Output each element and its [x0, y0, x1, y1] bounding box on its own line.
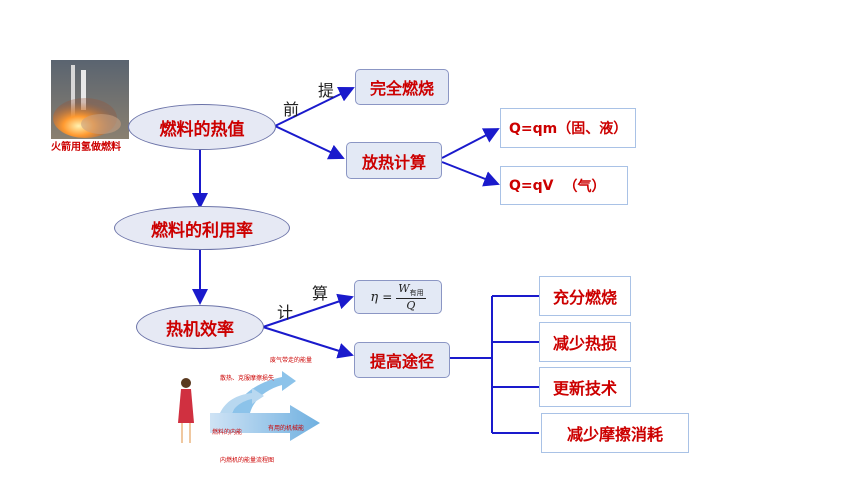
edge-label-suan: 算	[312, 284, 329, 303]
node-thermal-efficiency: 热机效率	[136, 305, 264, 349]
flow-label-fuel-energy: 燃料的内能	[212, 429, 243, 436]
formula-equals: =	[382, 290, 393, 304]
method-update-tech: 更新技术	[539, 367, 631, 407]
node-fuel-heat-value: 燃料的热值	[128, 104, 276, 150]
method-full-combustion: 充分燃烧	[539, 276, 631, 316]
rocket-image	[51, 60, 129, 139]
node-heat-release-calc: 放热计算	[346, 142, 442, 179]
formula-qv: Q=qV （气）	[500, 166, 628, 205]
formula-qm: Q=qm（固、液）	[500, 108, 636, 148]
flow-title: 内燃机的能量流程图	[220, 457, 275, 464]
rocket-caption: 火箭用氢做燃料	[51, 142, 121, 153]
formula-numerator: W有用	[396, 281, 426, 300]
node-fuel-utilization: 燃料的利用率	[114, 206, 290, 250]
flow-label-hot-gas: 废气带走的能量	[270, 357, 313, 364]
formula-qv-main: Q=qV	[509, 177, 554, 194]
arrow-heat-to-complete	[274, 86, 355, 127]
formula-qv-suffix: （气）	[563, 178, 606, 195]
formula-efficiency: η = W有用 Q	[354, 280, 442, 314]
arrow-calc-to-qm	[441, 128, 500, 159]
formula-eta: η	[370, 289, 379, 305]
edge-label-ti: 提	[318, 81, 335, 100]
method-reduce-heat-loss: 减少热损	[539, 322, 631, 362]
arrow-efficiency-to-formula	[262, 293, 354, 328]
arrow-efficiency-to-improve	[262, 326, 354, 359]
node-complete-combustion: 完全燃烧	[355, 69, 449, 105]
method-reduce-friction: 减少摩擦消耗	[541, 413, 689, 453]
energy-flow-image: 废气带走的能量 散热、克服摩擦损失 燃料的内能 有用的机械能 内燃机的能量流程图	[172, 351, 324, 467]
formula-W: W	[398, 281, 410, 295]
node-improve-methods: 提高途径	[354, 342, 450, 378]
formula-Q: Q	[406, 299, 416, 313]
edge-label-ji: 计	[277, 303, 294, 322]
arrow-heat-to-calc	[274, 125, 345, 160]
formula-fraction: W有用 Q	[396, 281, 426, 313]
arrow-calc-to-qv	[441, 161, 500, 187]
edge-label-qian: 前	[283, 100, 300, 119]
formula-sub: 有用	[409, 289, 424, 298]
flow-label-heat-loss: 散热、克服摩擦损失	[220, 375, 275, 382]
flow-label-useful: 有用的机械能	[268, 425, 305, 432]
